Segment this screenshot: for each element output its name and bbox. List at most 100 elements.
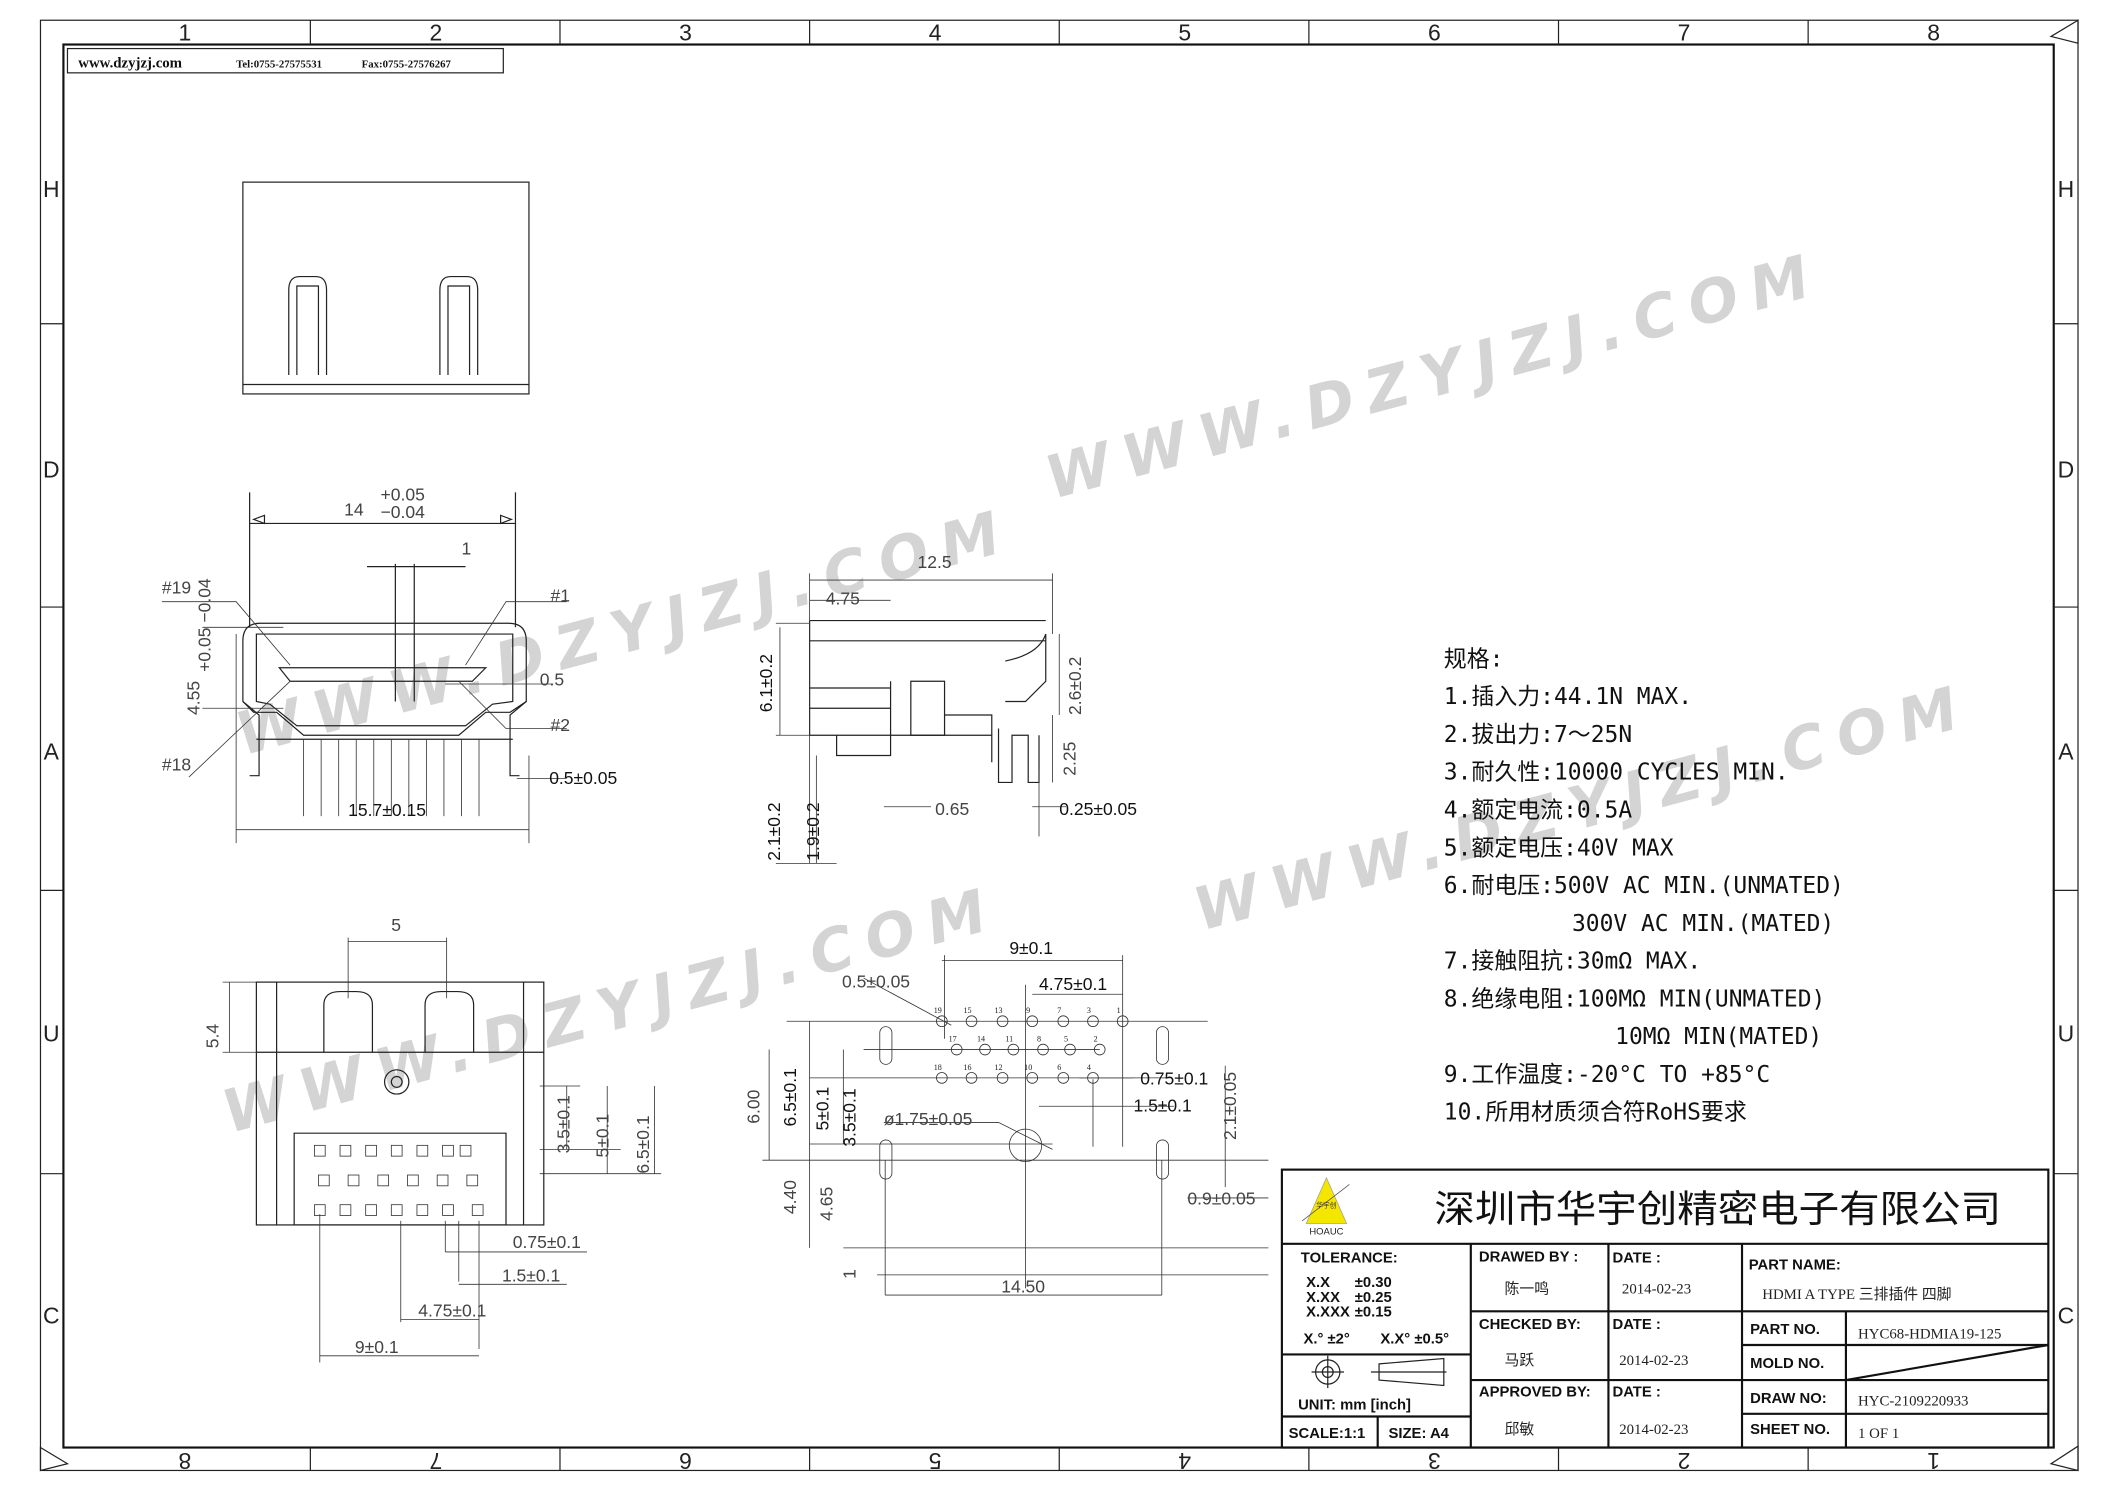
unit-label: UNIT: mm [inch] xyxy=(1298,1398,1411,1414)
dim-leg1: 2.1±0.2 xyxy=(764,802,784,860)
tolerance-key: X.X xyxy=(1306,1275,1330,1291)
dim-465: 4.65 xyxy=(817,1187,837,1221)
dim-1: 1 xyxy=(839,1269,859,1279)
dim-leg-width: 0.5±0.05 xyxy=(549,768,617,788)
dim-height: 5.4 xyxy=(203,1024,223,1049)
title-block: 华宇创 HOAUC 深圳市华宇创精密电子有限公司 TOLERANCE: X.X … xyxy=(1280,1168,2050,1449)
ruler-row: D xyxy=(2058,457,2075,483)
dim-hole-dia: 0.5±0.05 xyxy=(842,972,910,992)
ruler-col: 5 xyxy=(929,1448,942,1474)
dim-post-dia: ø1.75±0.05 xyxy=(884,1109,973,1129)
ruler-row: A xyxy=(44,739,60,765)
mold-no-strike xyxy=(1845,1343,2049,1382)
dim-pin-offset: 0.65 xyxy=(935,799,969,819)
tolerance-value: ±0.25 xyxy=(1355,1290,1392,1306)
dim-pitch: 1.5±0.1 xyxy=(1133,1096,1191,1116)
angle-tolerance: X.X° ±0.5° xyxy=(1380,1332,1449,1348)
scale-label: SCALE:1:1 xyxy=(1289,1426,1366,1442)
ruler-col: 5 xyxy=(1178,19,1191,45)
spec-line: 10MΩ MIN(MATED) xyxy=(1615,1024,1822,1050)
projection-symbol-icon xyxy=(1311,1355,1447,1389)
ruler-right: H D A U C xyxy=(2058,176,2075,1328)
watermark-text: WWW.DZYJZJ.COM xyxy=(215,873,1007,1147)
pin-number: 10 xyxy=(1024,1063,1032,1072)
dim-offset: 4.75 xyxy=(826,588,860,608)
dim-pin-height: 2.25 xyxy=(1059,742,1079,776)
approved-by-value: 邱敏 xyxy=(1505,1421,1535,1438)
ruler-col: 2 xyxy=(429,19,442,45)
tolerance-label: TOLERANCE: xyxy=(1301,1251,1398,1267)
spec-line: 3.耐久性:10000 CYCLES MIN. xyxy=(1444,760,1789,786)
ruler-col: 4 xyxy=(929,19,942,45)
dim-slot-width: 0.9±0.05 xyxy=(1187,1189,1255,1209)
ruler-ticks xyxy=(40,20,2079,1471)
dim-latch-height: 2.6±0.2 xyxy=(1065,657,1085,715)
dim-pitch: 1 xyxy=(461,538,471,558)
ruler-row: H xyxy=(43,176,60,202)
pin-number: 9 xyxy=(1026,1006,1030,1015)
logo-brand: HOAUC xyxy=(1309,1226,1343,1237)
pin-number: 18 xyxy=(934,1063,942,1072)
ruler-col: 4 xyxy=(1178,1448,1191,1474)
dim-600: 6.00 xyxy=(744,1089,764,1123)
ruler-col: 7 xyxy=(429,1448,442,1474)
ruler-col: 1 xyxy=(178,19,191,45)
pin-number: 17 xyxy=(949,1034,957,1043)
dim-center: 4.75±0.1 xyxy=(418,1301,486,1321)
tolerance-key: X.XX xyxy=(1306,1290,1340,1306)
sheet-no-value: 1 OF 1 xyxy=(1858,1426,1899,1442)
dim-pin-thickness: 0.25±0.05 xyxy=(1059,799,1137,819)
date-label: DATE : xyxy=(1612,1384,1660,1400)
label-pin18: #18 xyxy=(162,754,191,774)
website-link[interactable]: www.dzyjzj.com xyxy=(78,55,182,71)
pin-number: 3 xyxy=(1087,1006,1091,1015)
size-label: SIZE: A4 xyxy=(1388,1426,1449,1442)
ruler-col: 1 xyxy=(1927,1448,1940,1474)
ruler-row: U xyxy=(2058,1020,2075,1046)
bottom-pin-grid xyxy=(222,937,662,1363)
pin-number: 1 xyxy=(1117,1006,1121,1015)
pin-number: 11 xyxy=(1005,1034,1013,1043)
spec-line: 1.插入力:44.1N MAX. xyxy=(1444,684,1692,710)
date-label: DATE : xyxy=(1612,1317,1660,1333)
inner-frame xyxy=(62,43,2055,1449)
dim-span: 9±0.1 xyxy=(355,1337,399,1357)
dim-height: 6.1±0.2 xyxy=(756,654,776,712)
part-no-value: HYC68-HDMIA19-125 xyxy=(1858,1326,2001,1342)
checked-by-label: CHECKED BY: xyxy=(1479,1317,1581,1333)
dim-height: 4.55 xyxy=(184,681,204,715)
dim-440: 4.40 xyxy=(780,1180,800,1214)
date-approved: 2014-02-23 xyxy=(1619,1422,1688,1438)
spec-line: 300V AC MIN.(MATED) xyxy=(1572,911,1834,937)
corner-marker-br xyxy=(2049,1445,2079,1472)
dim-row1: 3.5±0.1 xyxy=(839,1088,859,1146)
date-checked: 2014-02-23 xyxy=(1619,1353,1688,1369)
drawed-by-value: 陈一鸣 xyxy=(1505,1280,1550,1298)
ruler-row: U xyxy=(43,1020,60,1046)
company-name: 深圳市华宇创精密电子有限公司 xyxy=(1434,1187,2001,1231)
tolerance-value: ±0.30 xyxy=(1355,1275,1392,1291)
angle-tolerance: X.° ±2° xyxy=(1303,1332,1349,1348)
dim-width-tol-minus: −0.04 xyxy=(381,502,426,522)
pin-number: 5 xyxy=(1064,1034,1068,1043)
dim-overall-width: 15.7±0.15 xyxy=(348,800,426,820)
dim-row3: 6.5±0.1 xyxy=(780,1068,800,1126)
specifications: 规格: 1.插入力:44.1N MAX. 2.拔出力:7～25N 3.耐久性:1… xyxy=(1444,646,1844,1125)
dim-leg2: 1.9±0.2 xyxy=(803,802,823,860)
ruler-col: 3 xyxy=(679,19,692,45)
dim-width: 14 xyxy=(344,499,364,519)
spec-line: 10.所用材质须合符RoHS要求 xyxy=(1444,1100,1747,1126)
pin-number: 7 xyxy=(1057,1006,1061,1015)
ruler-col: 8 xyxy=(1927,19,1940,45)
ruler-bottom: 8 7 6 5 4 3 2 1 xyxy=(178,1448,1940,1474)
company-logo: 华宇创 HOAUC xyxy=(1301,1176,1350,1237)
dim-half-pitch: 0.75±0.1 xyxy=(1140,1069,1208,1089)
side-view: 12.5 4.75 6.1±0.2 2.6±0.2 2.25 2.1±0.2 1… xyxy=(756,552,1137,864)
dim-row2: 5±0.1 xyxy=(593,1114,613,1158)
front-view: 14 +0.05 −0.04 1 #19 #1 0.5 #2 #18 4.55 … xyxy=(161,484,617,844)
spec-line: 9.工作温度:-20°C TO +85°C xyxy=(1444,1062,1770,1088)
pcb-holes xyxy=(879,1015,1169,1180)
part-name-label: PART NAME: xyxy=(1749,1257,1841,1273)
pin-number: 14 xyxy=(977,1034,985,1043)
